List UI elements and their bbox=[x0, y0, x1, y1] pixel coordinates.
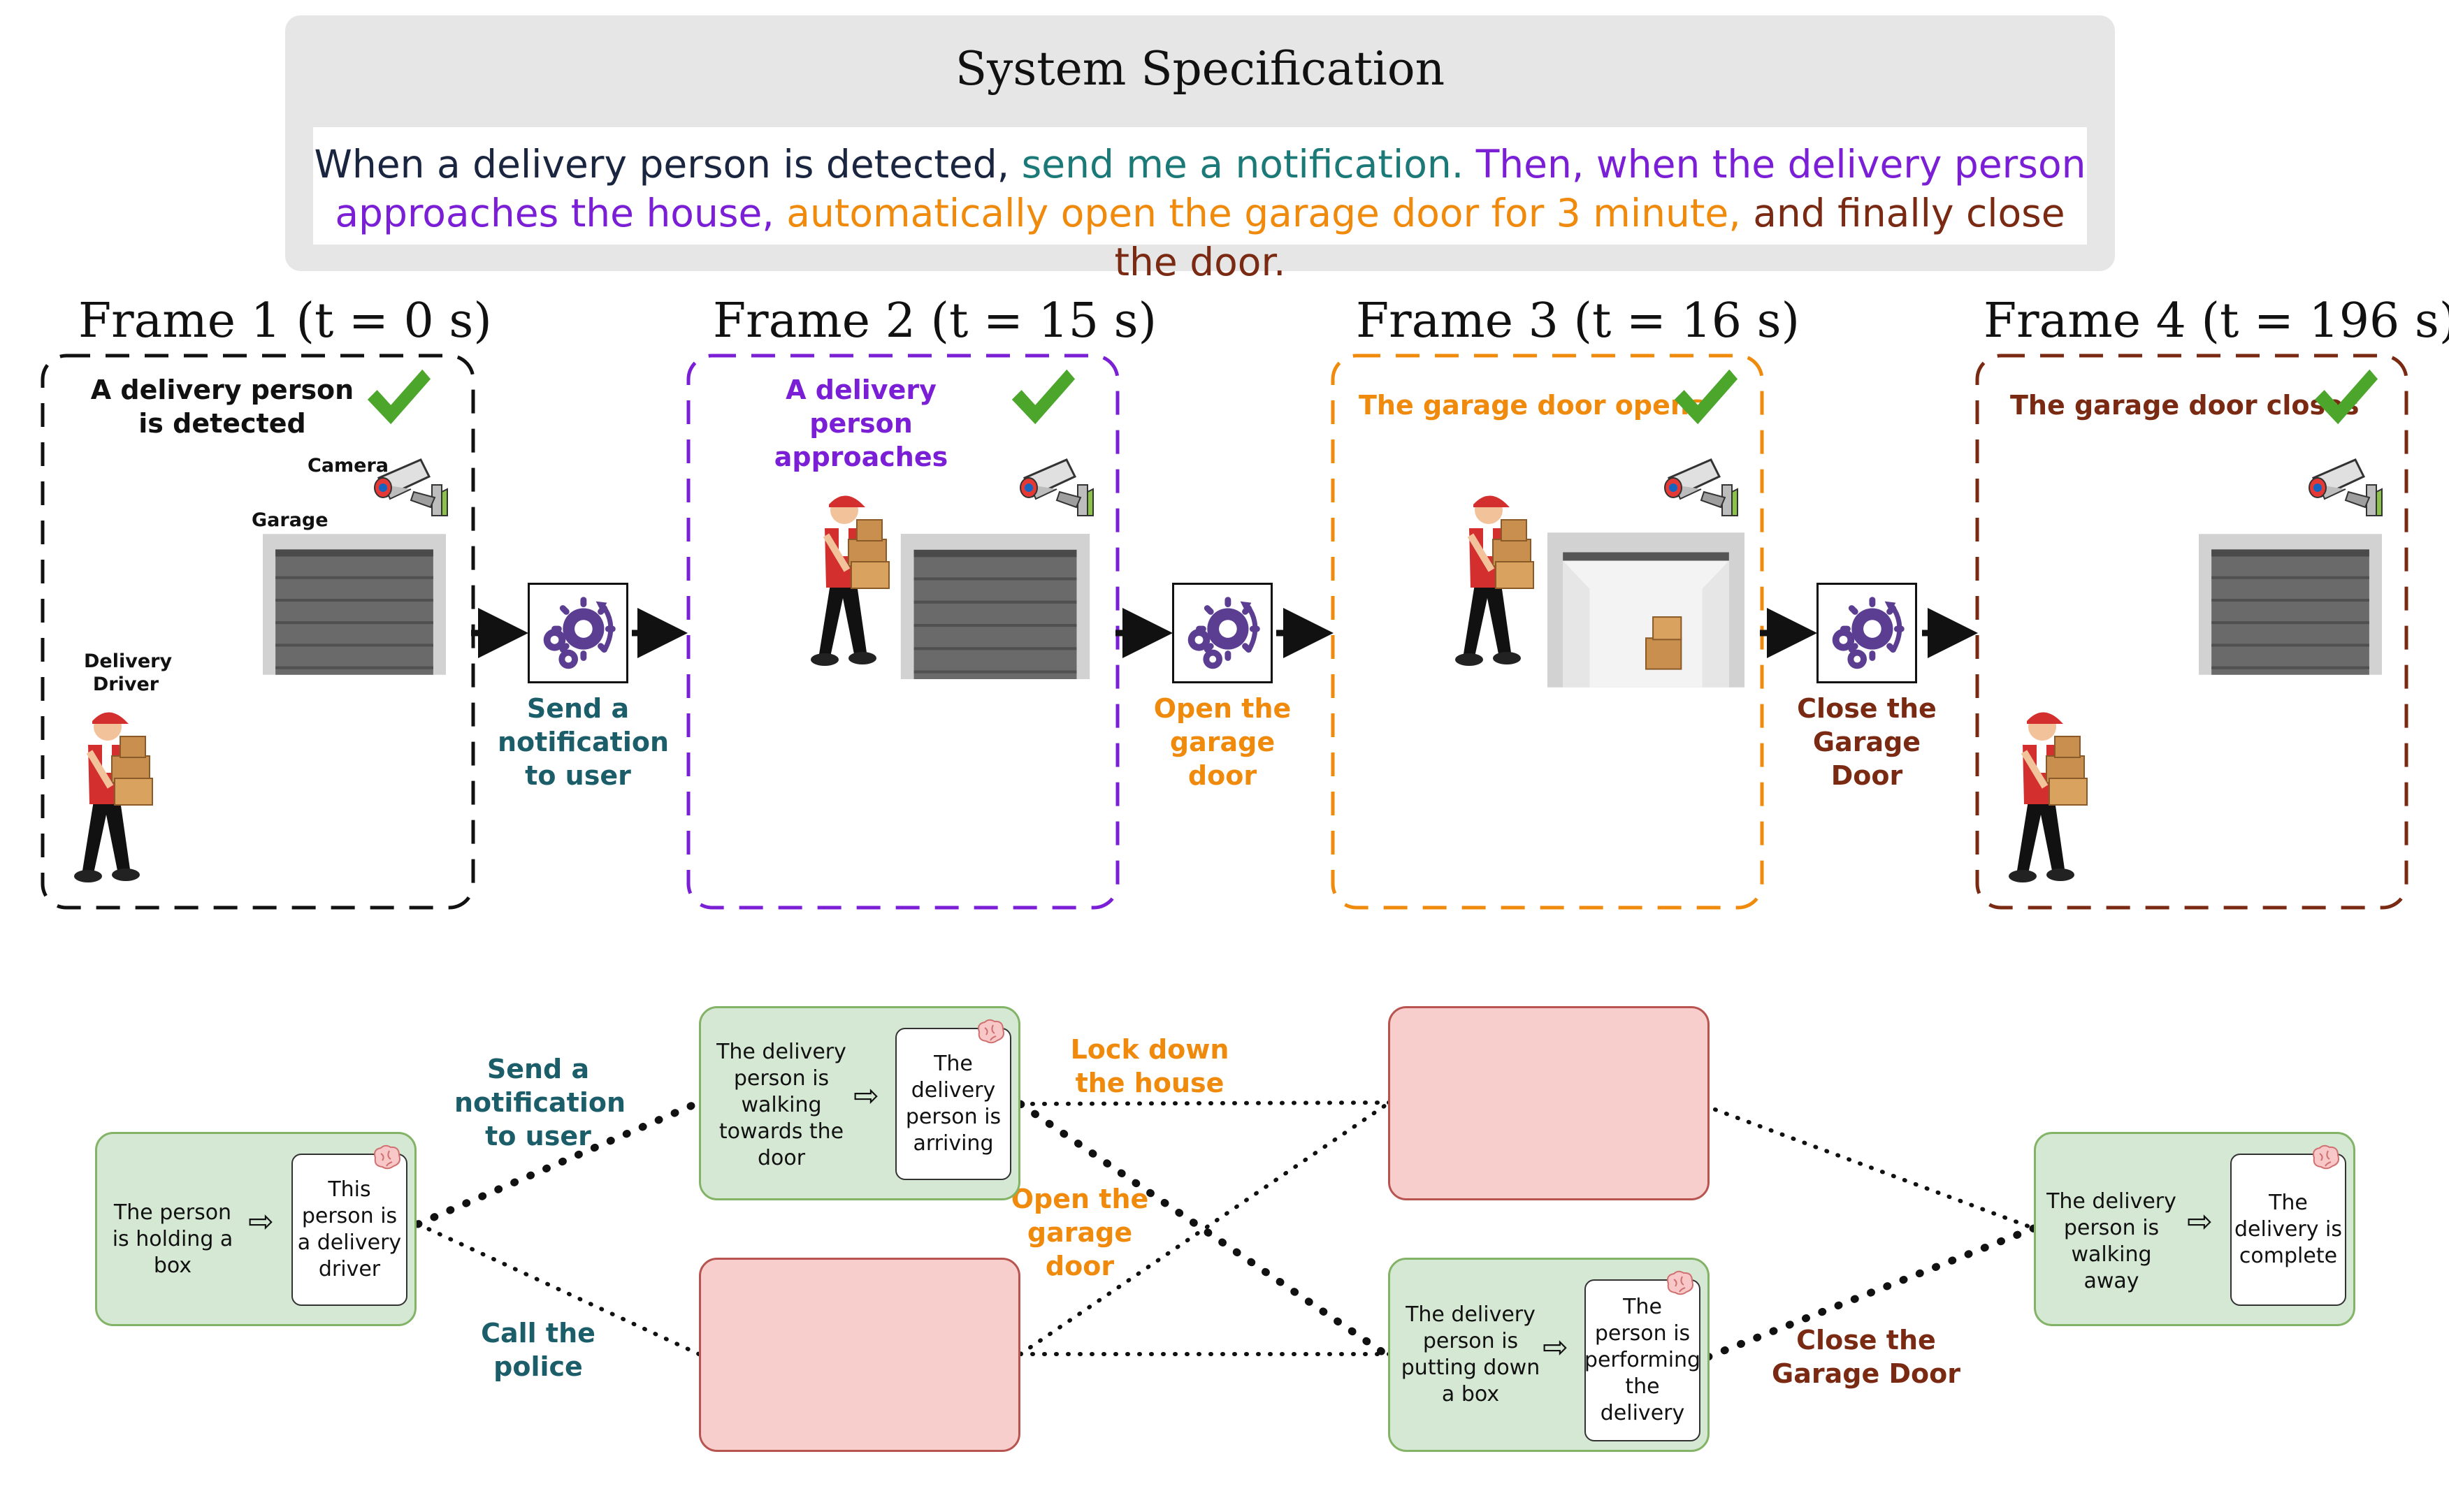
edge-label-lock: Lock down the house bbox=[1070, 1034, 1229, 1098]
spec-seg-notify: send me a notification. bbox=[1021, 142, 1464, 187]
action3-label: Close the Garage Door bbox=[1797, 693, 1937, 791]
node2-inference: The delivery person is arriving bbox=[895, 1028, 1011, 1180]
edge-send bbox=[414, 1098, 703, 1228]
node4-inference: The delivery is complete bbox=[2230, 1154, 2346, 1306]
frame4-title: Frame 4 (t = 196 s) bbox=[1984, 293, 2449, 349]
frame1-title: Frame 1 (t = 0 s) bbox=[78, 293, 492, 349]
spec-seg-open: automatically open the garage door for 3… bbox=[786, 191, 1741, 235]
edge-open bbox=[1016, 1100, 1394, 1361]
node-empty-lock bbox=[1388, 1006, 1710, 1200]
arrow-icon: ⇨ bbox=[1543, 1330, 1568, 1365]
node3-inference: The person is performing the delivery bbox=[1584, 1279, 1700, 1441]
edge-police bbox=[416, 1222, 701, 1356]
frame1-condition: A delivery person is detected bbox=[90, 375, 354, 439]
driver-label: Delivery Driver bbox=[84, 650, 173, 695]
spec-text: When a delivery person is detected, send… bbox=[313, 127, 2087, 286]
edge-label-close: Close the Garage Door bbox=[1772, 1325, 1960, 1389]
frame-arrows bbox=[471, 608, 1978, 658]
edge-lock bbox=[1018, 1100, 1392, 1106]
spec-panel: System Specification When a delivery per… bbox=[285, 15, 2115, 284]
frame2-condition: A delivery person approaches bbox=[774, 375, 948, 472]
node1-inference: This person is a delivery driver bbox=[291, 1154, 407, 1306]
spec-title: System Specification bbox=[955, 42, 1445, 96]
frame4-box: The garage door closes bbox=[1975, 354, 2408, 910]
brain-icon bbox=[2310, 1144, 2341, 1170]
spec-seg-close: and finally close the door. bbox=[1114, 191, 2065, 284]
action2-label: Open the garage door bbox=[1153, 693, 1292, 791]
node-empty-police bbox=[699, 1258, 1020, 1452]
edge-label-send: Send a notification to user bbox=[454, 1054, 626, 1151]
brain-icon bbox=[1664, 1270, 1695, 1296]
spec-seg-trigger: When a delivery person is detected, bbox=[314, 142, 1010, 187]
frame3-condition: The garage door opens bbox=[1359, 390, 1705, 421]
frame3-title: Frame 3 (t = 16 s) bbox=[1356, 293, 1800, 349]
edge-label-open: Open the garage door bbox=[1011, 1184, 1149, 1281]
edge-lock-out bbox=[1713, 1107, 2036, 1230]
node3-observation: The delivery person is putting down a bo… bbox=[1401, 1302, 1540, 1406]
frame3-box: The garage door opens bbox=[1331, 354, 1764, 910]
arrow-icon: ⇨ bbox=[853, 1078, 879, 1114]
node1-observation: The person is holding a box bbox=[112, 1200, 233, 1278]
garage-label: Garage bbox=[252, 509, 328, 531]
spec-seg-approach: Then, when the delivery person approache… bbox=[335, 142, 2086, 235]
brain-icon bbox=[371, 1144, 402, 1170]
spec-text-box: When a delivery person is detected, send… bbox=[313, 127, 2087, 284]
node-delivery-driver: The person is holding a box ⇨ This perso… bbox=[95, 1132, 417, 1326]
node2-observation: The delivery person is walking towards t… bbox=[716, 1040, 846, 1170]
frame2-title: Frame 2 (t = 15 s) bbox=[713, 293, 1157, 349]
frame4-condition: The garage door closes bbox=[2010, 390, 2360, 421]
node4-observation: The delivery person is walking away bbox=[2046, 1189, 2176, 1293]
action1-gear-icon bbox=[528, 583, 628, 683]
arrow-icon: ⇨ bbox=[248, 1204, 274, 1240]
camera-label: Camera bbox=[308, 455, 389, 477]
action2-gear-icon bbox=[1172, 583, 1273, 683]
node-delivery-complete: The delivery person is walking away ⇨ Th… bbox=[2034, 1132, 2355, 1326]
action1-label: Send a notification to user bbox=[498, 693, 670, 791]
brain-icon bbox=[975, 1018, 1006, 1045]
arrow-icon: ⇨ bbox=[2187, 1204, 2213, 1240]
node-performing-delivery: The delivery person is putting down a bo… bbox=[1388, 1258, 1710, 1452]
action3-gear-icon bbox=[1816, 583, 1917, 683]
edge-label-police: Call the police bbox=[481, 1318, 595, 1382]
node-arriving: The delivery person is walking towards t… bbox=[699, 1006, 1020, 1200]
edge-close bbox=[1704, 1224, 2038, 1361]
